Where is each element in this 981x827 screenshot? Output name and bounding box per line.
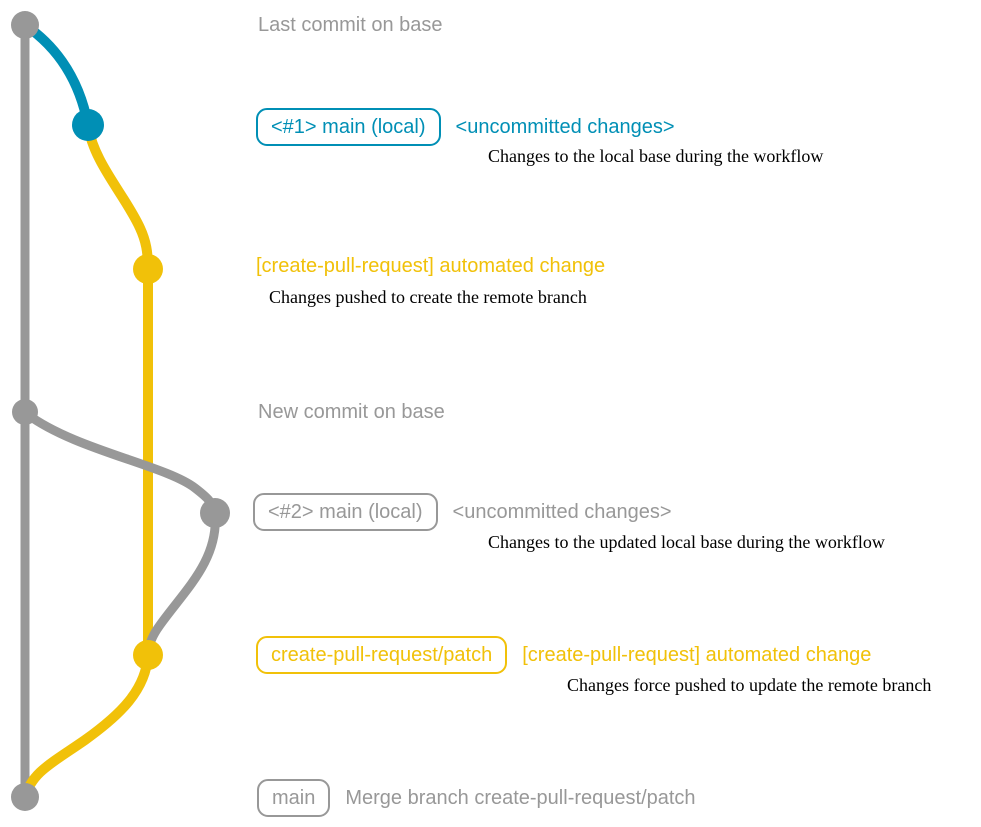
branch-badge-create-pull-request-patch: create-pull-request/patch xyxy=(256,636,508,674)
commit-dot-local-1 xyxy=(72,109,104,141)
description-patch-1: Changes pushed to create the remote bran… xyxy=(269,287,587,308)
commit-dot-local-2 xyxy=(200,498,230,528)
base-update-curve-out xyxy=(22,409,220,518)
branch-badge-main-local-1: <#1> main (local) xyxy=(256,108,441,146)
commit-dot-patch-2 xyxy=(133,640,163,670)
branch-badge-main: main xyxy=(257,779,331,817)
row-patch-2: create-pull-request/patch [create-pull-r… xyxy=(256,636,871,674)
branch-badge-main-local-2: <#2> main (local) xyxy=(253,493,438,531)
row-merge: main Merge branch create-pull-request/pa… xyxy=(257,779,696,817)
local-branch-curve xyxy=(20,20,93,130)
label-new-commit-on-base: New commit on base xyxy=(258,401,445,423)
label-last-commit-on-base: Last commit on base xyxy=(258,14,443,36)
commit-dot-patch-1 xyxy=(133,254,163,284)
description-local-2: Changes to the updated local base during… xyxy=(488,532,885,553)
patch-merge-curve xyxy=(20,650,153,802)
description-patch-2: Changes force pushed to update the remot… xyxy=(567,675,932,696)
commit-message-uncommitted-1: <uncommitted changes> xyxy=(455,116,675,138)
description-local-1: Changes to the local base during the wor… xyxy=(488,146,824,167)
commit-message-merge: Merge branch create-pull-request/patch xyxy=(345,787,696,809)
base-update-curve-in xyxy=(143,508,220,660)
row-local-2: <#2> main (local) <uncommitted changes> xyxy=(253,493,672,531)
commit-dot-merge xyxy=(11,783,39,811)
commit-message-uncommitted-2: <uncommitted changes> xyxy=(452,501,672,523)
commit-message-automated-1: [create-pull-request] automated change xyxy=(256,255,606,277)
row-local-1: <#1> main (local) <uncommitted changes> xyxy=(256,108,675,146)
patch-branch-curve-upper xyxy=(83,120,153,274)
commit-dot-new-base xyxy=(12,399,38,425)
commit-message-automated-2: [create-pull-request] automated change xyxy=(522,644,872,666)
commit-dot-last-base xyxy=(11,11,39,39)
